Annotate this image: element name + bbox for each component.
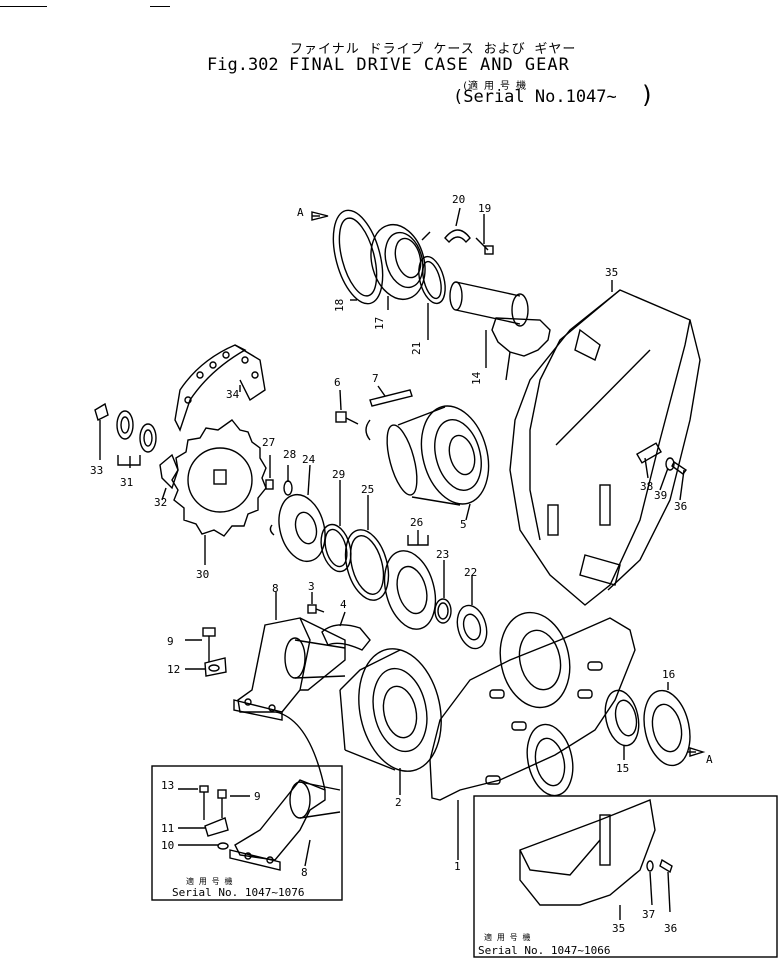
label-24: 24 [302, 453, 316, 466]
label-15: 15 [616, 762, 629, 775]
part-33-nipple [94, 402, 109, 460]
part-8-bracket [233, 592, 346, 721]
label-8: 8 [272, 582, 279, 595]
inset-right-applicable-jp: 適 用 号 機 [484, 932, 530, 942]
part-12-plate [185, 657, 227, 677]
label-16: 16 [662, 668, 675, 681]
part-22-bearing [456, 575, 488, 650]
inset-right-label-37: 37 [642, 908, 655, 921]
part-15-bearing [604, 689, 640, 760]
arrow-a-top-label: A [297, 206, 304, 219]
part-7-clip [365, 385, 413, 441]
arrow-a-bottom [688, 747, 706, 757]
inset-right-box [473, 795, 778, 958]
part-4-pin [321, 611, 371, 651]
part-30-sprocket [171, 419, 267, 565]
part-2-housing [339, 648, 442, 795]
label-6: 6 [334, 376, 341, 389]
inset-left-label-9: 9 [254, 790, 261, 803]
part-38-plate [636, 442, 662, 479]
top-rule-left [0, 6, 47, 7]
label-25: 25 [361, 483, 374, 496]
inset-left-box [151, 765, 343, 901]
part-34-chain [174, 344, 266, 432]
part-27-bolt [265, 455, 274, 490]
inset-left-label-13: 13 [161, 779, 174, 792]
part-26-seal-retainer [383, 530, 437, 630]
arrow-a-top [311, 211, 329, 221]
label-7: 7 [372, 372, 379, 385]
label-39: 39 [654, 489, 667, 502]
label-4: 4 [340, 598, 347, 611]
label-29: 29 [332, 468, 345, 481]
part-17-retainer [370, 223, 426, 310]
label-12: 12 [167, 663, 180, 676]
part-3-bolt [307, 592, 325, 614]
part-28-washer [283, 465, 293, 496]
label-32: 32 [154, 496, 167, 509]
label-9: 9 [167, 635, 174, 648]
part-21-ring [418, 255, 446, 340]
part-19-bolt [475, 214, 494, 255]
label-33: 33 [90, 464, 103, 477]
part-18-gasket [332, 209, 384, 305]
label-3: 3 [308, 580, 315, 593]
part-1-case-plate [429, 611, 636, 860]
label-18: 18 [333, 299, 346, 312]
label-20: 20 [452, 193, 465, 206]
inset-left-applicable-jp: 適 用 号 機 [186, 876, 232, 886]
inset-right-serial: Serial No. 1047~1066 [478, 944, 610, 957]
part-39-washer [659, 457, 675, 491]
figure-number: Fig.302 [207, 55, 279, 75]
label-14: 14 [470, 371, 483, 385]
part-16-bearing [643, 682, 691, 767]
part-25-gasket [344, 495, 390, 601]
part-29-oring [320, 480, 352, 573]
label-30: 30 [196, 568, 209, 581]
label-28: 28 [283, 448, 296, 461]
part-36-bolt [671, 460, 688, 501]
label-17: 17 [373, 317, 386, 330]
part-35-final-drive-case [509, 280, 701, 606]
applicable-label-jp: (適 用 号 機 [462, 81, 527, 92]
inset-left-label-8: 8 [301, 866, 308, 879]
inset-right-label-35: 35 [612, 922, 625, 935]
label-22: 22 [464, 566, 477, 579]
arrow-a-bottom-label: A [706, 753, 713, 766]
inset-right-label-36: 36 [664, 922, 677, 935]
hose-curve [275, 711, 326, 791]
inset-left-label-11: 11 [161, 822, 174, 835]
label-31: 31 [120, 476, 133, 489]
part-6-bolt [335, 389, 359, 425]
part-14-pinion-shaft [449, 281, 551, 381]
part-9-bolt [185, 627, 216, 662]
japanese-title: ファイナル ドライブ ケース および ギヤー [290, 42, 577, 57]
inset-left-serial: Serial No. 1047~1076 [172, 886, 304, 899]
label-38: 38 [640, 480, 653, 493]
label-27: 27 [262, 436, 275, 449]
part-5-cage [386, 405, 490, 521]
label-5: 5 [460, 518, 467, 531]
label-34: 34 [226, 388, 240, 401]
serial-range: (Serial No.1047~ [453, 87, 617, 107]
part-32-retainer [159, 453, 179, 501]
label-23: 23 [436, 548, 449, 561]
english-title: FINAL DRIVE CASE AND GEAR [289, 55, 570, 75]
top-rule-right [150, 6, 170, 7]
label-19: 19 [478, 202, 491, 215]
part-31-bearing [116, 410, 157, 466]
label-21: 21 [410, 342, 423, 355]
part-20-clamp [444, 207, 471, 244]
part-24-hub [269, 464, 326, 563]
inset-left-label-10: 10 [161, 839, 174, 852]
part-23-spacer [434, 560, 452, 624]
label-1: 1 [454, 860, 461, 873]
serial-paren-close: ) [640, 81, 655, 109]
label-35: 35 [605, 266, 618, 279]
label-36: 36 [674, 500, 687, 513]
label-26: 26 [410, 516, 423, 529]
label-2: 2 [395, 796, 402, 809]
